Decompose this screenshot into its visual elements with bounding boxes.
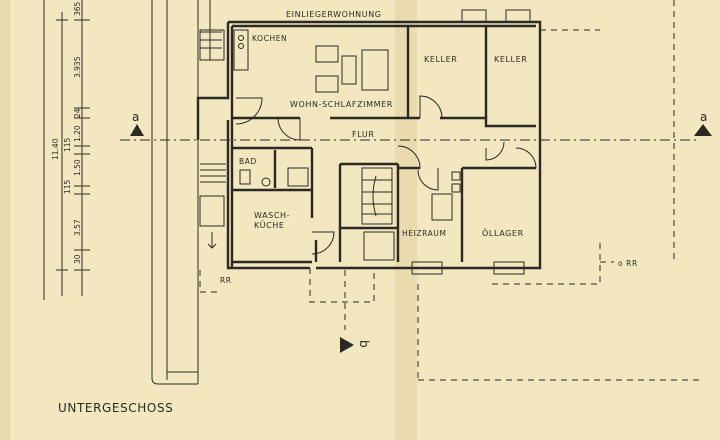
dim-d2: 3.935	[73, 56, 82, 78]
dim-d1: 365	[73, 1, 82, 16]
dim-d8: 3.57	[73, 219, 82, 236]
washbasin	[239, 169, 251, 185]
outside-steps	[200, 31, 226, 183]
furniture	[233, 29, 461, 221]
section-a-right-label: a	[700, 110, 708, 124]
label-flur: FLUR	[352, 130, 374, 139]
dim-d6: 1.50	[73, 159, 82, 176]
dim-d3: 24	[73, 108, 82, 118]
label-waschkueche-2: KÜCHE	[254, 220, 285, 230]
boiler	[431, 193, 453, 221]
windows-bottom	[411, 261, 525, 275]
section-b-arrow	[340, 337, 354, 353]
sofa	[361, 49, 389, 91]
label-heizraum: HEIZRAUM	[402, 229, 447, 238]
exterior-dashed-lines	[199, 0, 700, 381]
page-edge-left	[0, 0, 10, 440]
section-mark-b: b	[340, 270, 371, 353]
section-a-right-arrow	[694, 124, 712, 136]
staircase	[361, 167, 395, 261]
label-kochen: KOCHEN	[252, 34, 287, 43]
label-keller-1: KELLER	[424, 55, 457, 64]
label-rr-right: o RR	[618, 259, 638, 268]
label-keller-2: KELLER	[494, 55, 527, 64]
section-a-left-label: a	[132, 110, 140, 124]
dim-total: 11.40	[51, 138, 60, 160]
label-waschkueche-1: WASCH-	[254, 211, 290, 220]
section-line-a: a a	[120, 110, 712, 141]
left-margin-lines	[43, 0, 211, 385]
dim-d7: 115	[63, 179, 72, 194]
label-rr-left: RR	[220, 276, 232, 285]
coffee-table	[341, 55, 357, 85]
label-bad: BAD	[239, 157, 257, 166]
windows-top	[199, 9, 531, 227]
dim-d5: 115	[63, 137, 72, 152]
armchair-1	[315, 45, 339, 63]
shower	[287, 167, 309, 187]
dim-d9: 30	[73, 254, 82, 264]
dimension-chain: 11.40 365 3.935 24 1.20 115 1.50 115 3.5…	[51, 0, 90, 296]
label-einliegerwohnung: EINLIEGERWOHNUNG	[286, 10, 382, 19]
interior-walls	[232, 26, 536, 264]
section-a-left-arrow	[130, 124, 144, 136]
page-fold	[395, 0, 417, 440]
section-b-label: b	[357, 340, 371, 348]
armchair-2	[315, 75, 339, 93]
doors	[207, 95, 537, 255]
room-labels: EINLIEGERWOHNUNG KOCHEN WOHN-SCHLAFZIMME…	[220, 10, 638, 285]
dim-d4: 1.20	[73, 125, 82, 142]
drawing-title: UNTERGESCHOSS	[58, 401, 173, 415]
label-oellager: ÖLLAGER	[482, 228, 524, 238]
label-wohn-schlafzimmer: WOHN-SCHLAFZIMMER	[290, 100, 393, 109]
kitchen-counter	[233, 29, 249, 71]
outer-walls	[196, 20, 542, 270]
